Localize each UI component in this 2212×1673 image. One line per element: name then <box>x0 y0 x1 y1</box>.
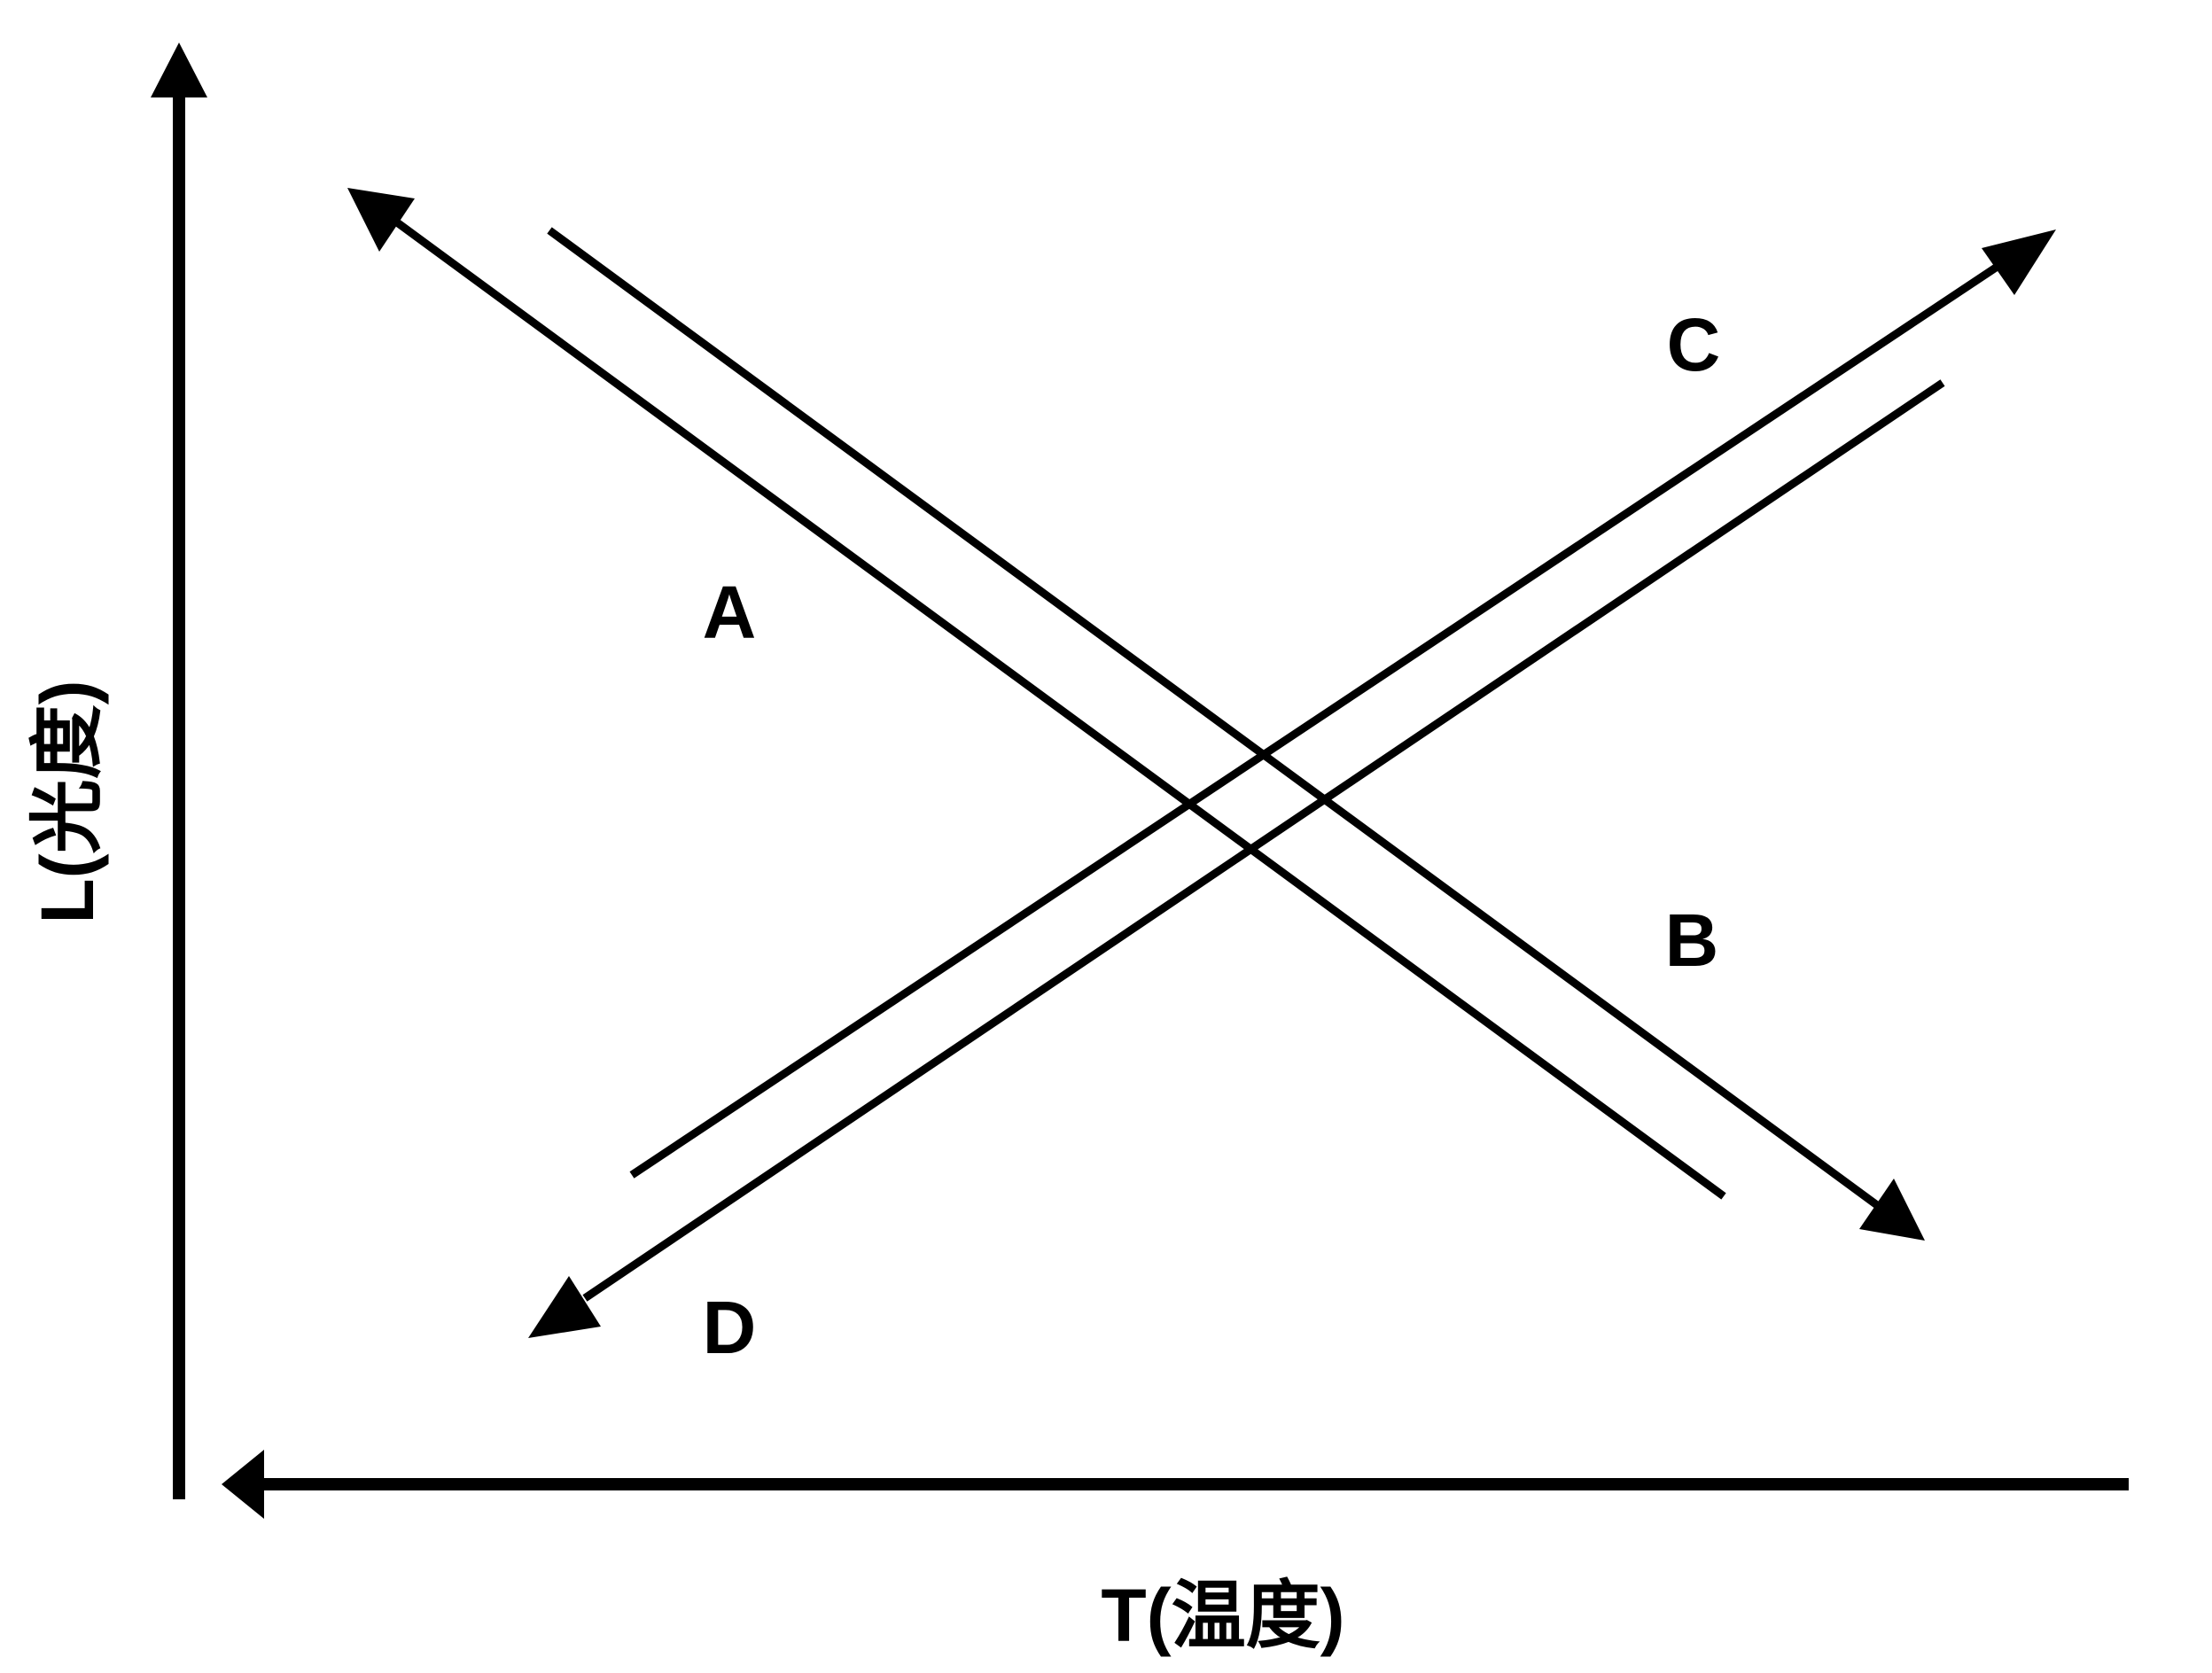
y-axis-title: L(光度) <box>26 680 109 923</box>
line-c-arrow-icon <box>1982 230 2056 295</box>
x-axis <box>222 1450 2129 1519</box>
line-c <box>629 230 2056 1179</box>
y-axis <box>151 43 207 1499</box>
y-axis-arrow-icon <box>151 43 207 97</box>
label-d: D <box>703 1286 757 1369</box>
line-a <box>347 188 1726 1200</box>
line-b <box>547 227 1925 1241</box>
x-axis-arrow-icon <box>222 1450 264 1519</box>
line-d-arrow-icon <box>528 1276 601 1338</box>
line-b-arrow-icon <box>1859 1179 1925 1241</box>
label-b: B <box>1665 899 1719 982</box>
line-d <box>528 379 1945 1338</box>
line-a-arrow-icon <box>347 188 415 252</box>
label-c: C <box>1667 303 1721 386</box>
label-a: A <box>703 571 757 654</box>
x-axis-title: T(温度) <box>1101 1574 1344 1657</box>
